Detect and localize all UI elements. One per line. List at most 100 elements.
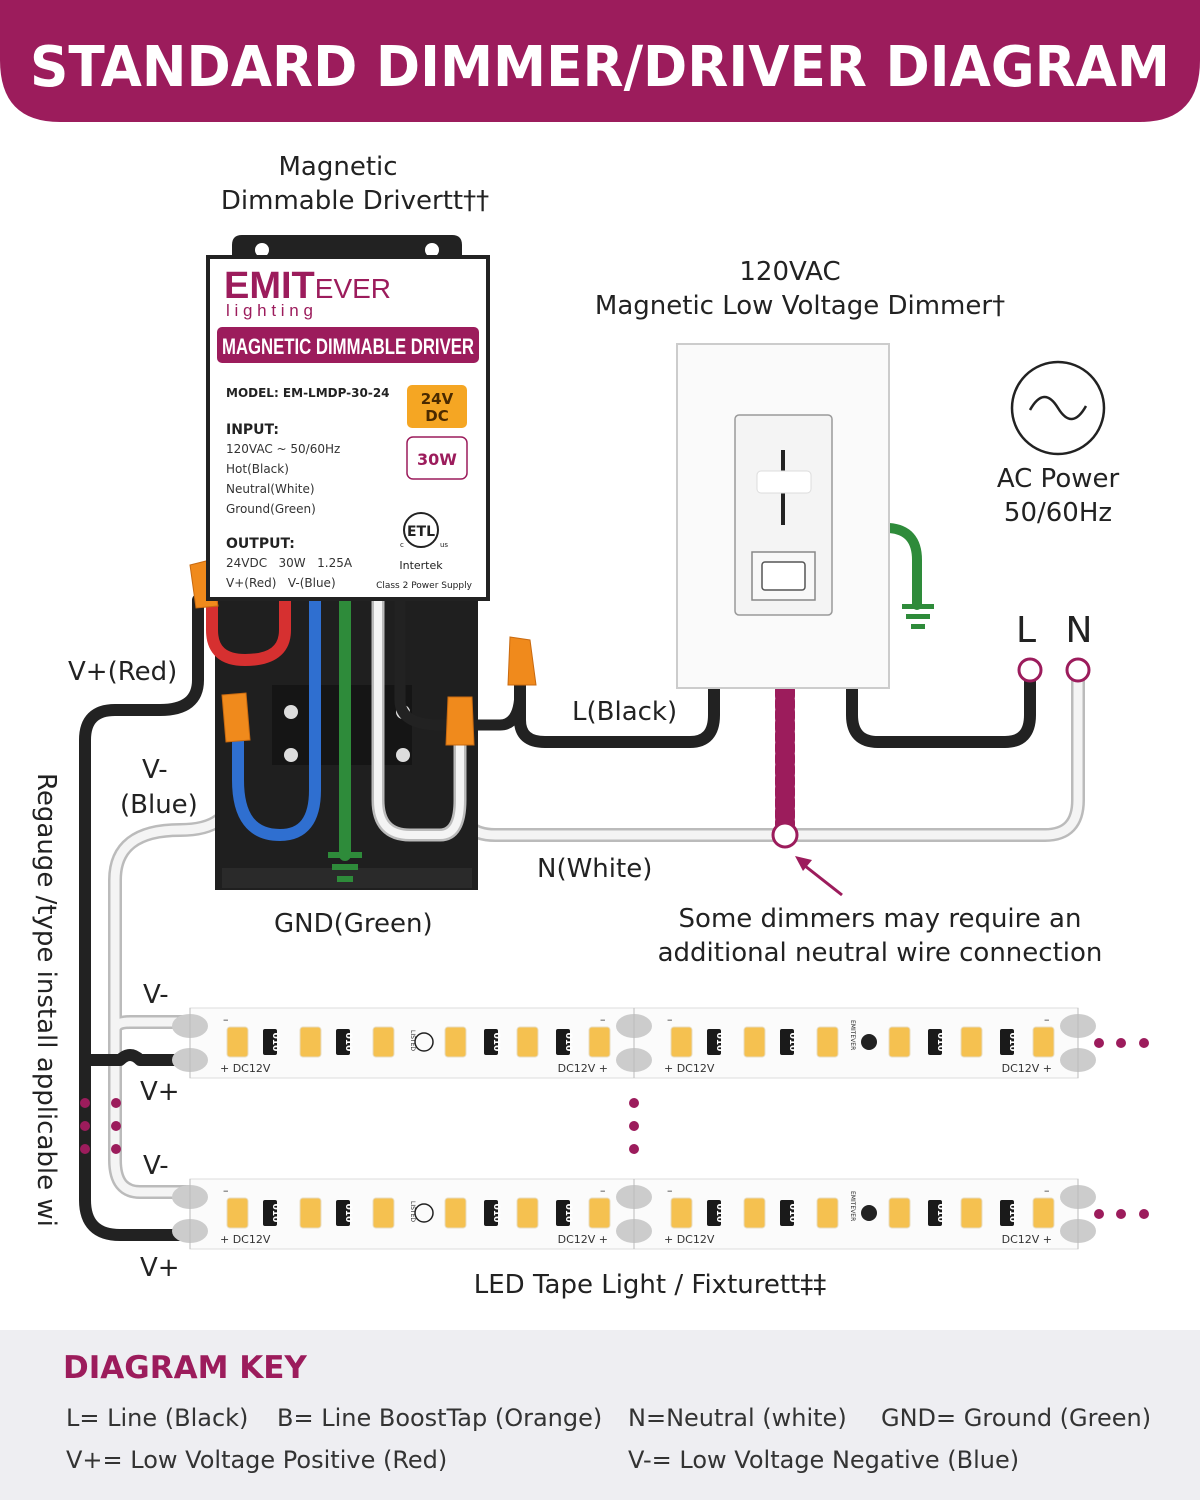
resistor	[484, 1200, 498, 1226]
key-title: DIAGRAM KEY	[63, 1350, 307, 1386]
line-terminal-label: L	[1016, 610, 1036, 651]
strip-right-label: DC12V +	[558, 1233, 608, 1246]
led-chip	[743, 1026, 766, 1058]
driver-caption-1: Magnetic	[278, 152, 397, 182]
neutral-note-1: Some dimmers may require an	[679, 904, 1082, 934]
neutral-terminal-label: N	[1066, 610, 1093, 651]
class-2-note: Class 2 Power Supply	[376, 581, 473, 591]
strip-brand-label: EMITEVER	[849, 1191, 856, 1221]
resistor-label: 010	[714, 1204, 724, 1223]
resistor	[707, 1029, 721, 1055]
led-chip	[299, 1026, 322, 1058]
note-arrow-icon	[799, 860, 843, 897]
svg-text:us: us	[440, 541, 448, 549]
strip-minus-label: –	[223, 1013, 229, 1026]
ac-power-label: AC Power	[997, 464, 1120, 494]
led-chip	[960, 1197, 983, 1229]
neutral-white-label: N(White)	[537, 854, 652, 884]
led-chip	[1032, 1026, 1055, 1058]
strip-minus-label: –	[600, 1184, 606, 1197]
resistor	[556, 1200, 570, 1226]
led-chip	[588, 1026, 611, 1058]
led-chip	[888, 1026, 911, 1058]
strip-minus-label: –	[600, 1013, 606, 1026]
led-chip	[444, 1026, 467, 1058]
strip-1-v-minus-label: V-	[143, 980, 169, 1010]
resistor-label: 010	[1007, 1033, 1017, 1052]
svg-text:c: c	[400, 541, 404, 549]
dimmer-caption-2: Magnetic Low Voltage Dimmer†	[595, 291, 1005, 321]
resistor	[707, 1200, 721, 1226]
resistor-label: 010	[270, 1204, 280, 1223]
dimmer-slider[interactable]	[756, 470, 812, 494]
strip-2-v-plus-label: V+	[140, 1253, 180, 1283]
input-line: 120VAC ~ 50/60Hz	[226, 442, 340, 456]
v-plus-red-label: V+(Red)	[68, 657, 177, 687]
blue-label: (Blue)	[120, 790, 198, 820]
resistor-label: 010	[491, 1033, 501, 1052]
strip-left-label: + DC12V	[664, 1233, 715, 1246]
page-title: STANDARD DIMMER/DRIVER DIAGRAM	[30, 35, 1170, 100]
output-title: OUTPUT:	[226, 536, 295, 552]
resistor	[556, 1029, 570, 1055]
led-chip	[816, 1197, 839, 1229]
v-plus-black-wire	[79, 594, 204, 1241]
dimmer-ground-wire	[884, 523, 922, 610]
ac-frequency-label: 50/60Hz	[1004, 498, 1112, 528]
line-terminal	[1017, 657, 1043, 683]
line-black-wire-ac	[846, 674, 1036, 748]
strip-minus-label: –	[1044, 1184, 1050, 1197]
header-banner	[0, 0, 1200, 122]
ul-listed-icon	[414, 1203, 434, 1223]
etl-certification-icon: ETL c us	[400, 512, 448, 549]
line-black-wire	[514, 664, 720, 748]
resistor-label: 010	[563, 1204, 573, 1223]
resistor-label: 010	[935, 1204, 945, 1223]
strip-minus-label: –	[667, 1184, 673, 1197]
strip-right-label: DC12V +	[1002, 1233, 1052, 1246]
ground-green-label: GND(Green)	[274, 909, 433, 939]
driver-ground-symbol-icon	[328, 852, 362, 882]
resistor-label: 010	[270, 1033, 280, 1052]
led-chip	[888, 1197, 911, 1229]
strip-minus-label: –	[667, 1013, 673, 1026]
resistor	[263, 1029, 277, 1055]
resistor-label: 010	[787, 1033, 797, 1052]
resistor	[780, 1200, 794, 1226]
led-chip	[1032, 1197, 1055, 1229]
resistor-label: 010	[1007, 1204, 1017, 1223]
resistor-label: 010	[935, 1033, 945, 1052]
strip-right-label: DC12V +	[1002, 1062, 1052, 1075]
output-line: 24VDC 30W 1.25A	[226, 556, 353, 570]
emitever-logo-icon	[861, 1034, 877, 1050]
resistor	[263, 1200, 277, 1226]
wire-nut-icon	[189, 559, 537, 746]
key-v-plus: V+= Low Voltage Positive (Red)	[66, 1446, 447, 1474]
neutral-terminal	[1065, 657, 1091, 683]
resistor-label: 010	[343, 1033, 353, 1052]
magnetic-dimmable-driver: EMITEVER l i g h t i n g MAGNETIC DIMMAB…	[189, 235, 537, 890]
led-chip	[816, 1026, 839, 1058]
key-line: L= Line (Black)	[66, 1404, 248, 1432]
input-line: Neutral(White)	[226, 482, 315, 496]
brand-logo: EMITEVER	[224, 265, 391, 307]
input-line: Ground(Green)	[226, 502, 316, 516]
driver-banner: MAGNETIC DIMMABLE DRIVER	[222, 334, 474, 359]
resistor-label: 010	[563, 1033, 573, 1052]
neutral-white-wire	[453, 673, 1085, 842]
dimmer-rocker-switch[interactable]	[761, 561, 806, 591]
led-chip	[516, 1026, 539, 1058]
led-chip	[299, 1197, 322, 1229]
neutral-note-2: additional neutral wire connection	[658, 938, 1103, 968]
resistor	[336, 1029, 350, 1055]
strip-minus-label: –	[223, 1184, 229, 1197]
strip-brand-label: EMITEVER	[849, 1020, 856, 1050]
strip-left-label: + DC12V	[664, 1062, 715, 1075]
resistor-label: 010	[714, 1033, 724, 1052]
model-number: MODEL: EM-LMDP-30-24	[226, 386, 390, 400]
output-line: V+(Red) V-(Blue)	[226, 576, 336, 590]
key-boosttap: B= Line BoostTap (Orange)	[277, 1404, 602, 1432]
strip-1-v-plus-label: V+	[140, 1077, 180, 1107]
strip-left-label: + DC12V	[220, 1062, 271, 1075]
